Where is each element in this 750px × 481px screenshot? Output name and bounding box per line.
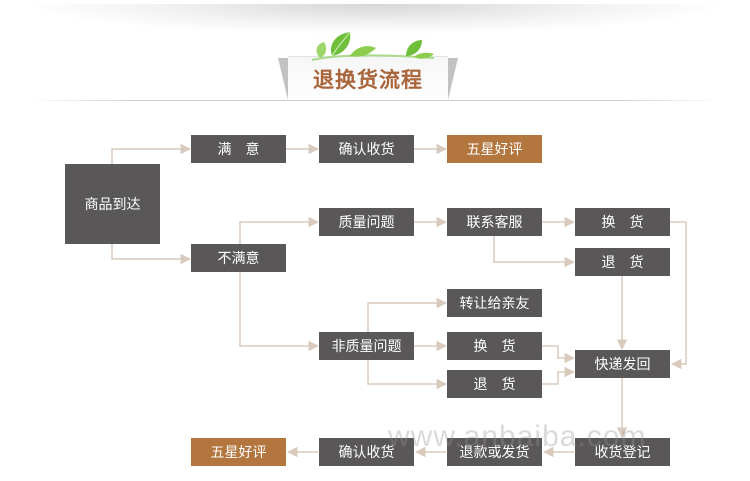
title-banner: 退换货流程 (278, 30, 460, 103)
page-title: 退换货流程 (313, 68, 423, 92)
node-non-quality-issue: 非质量问题 (319, 332, 414, 360)
connector-returnb-express (542, 366, 576, 385)
node-confirm-top: 确认收货 (319, 135, 414, 163)
connector-exchange-express (670, 221, 687, 370)
header-divider (30, 100, 720, 101)
connector-exchangeb-express (542, 345, 576, 364)
node-unsatisfied: 不满意 (191, 244, 286, 272)
banner-fold-left (278, 58, 288, 100)
node-quality-issue: 质量问题 (319, 208, 414, 236)
node-arrival: 商品到达 (65, 164, 160, 244)
node-five-star-bottom: 五星好评 (191, 438, 286, 466)
title-plate (288, 56, 448, 103)
leaf-icon (311, 31, 435, 61)
connector-unsatisfied-nonquality (239, 272, 320, 352)
node-five-star-top: 五星好评 (447, 135, 542, 163)
node-return-a: 退 货 (575, 248, 670, 276)
banner-fold-right (448, 58, 458, 100)
watermark: www.anbaiba.com (388, 420, 647, 453)
top-shadow (30, 4, 720, 34)
connector-arrival-satisfied (111, 143, 192, 164)
node-confirm-bottom: 确认收货 (319, 438, 414, 466)
node-contact-service: 联系客服 (447, 208, 542, 236)
connector-nonquality-return (367, 360, 448, 390)
node-express-back: 快递发回 (575, 350, 670, 378)
node-return-b: 退 货 (447, 370, 542, 398)
connector-unsatisfied-quality (239, 216, 320, 244)
node-exchange-a: 换 货 (575, 208, 670, 236)
node-receipt-register: 收货登记 (575, 438, 670, 466)
node-refund-or-ship: 退款或发货 (447, 438, 542, 466)
connector-nonquality-transfer (367, 297, 448, 332)
connector-arrival-unsatisfied (111, 244, 192, 265)
connector-service-return (493, 236, 576, 268)
node-satisfied: 满 意 (191, 135, 286, 163)
node-transfer: 转让给亲友 (447, 289, 542, 317)
node-exchange-b: 换 货 (447, 332, 542, 360)
